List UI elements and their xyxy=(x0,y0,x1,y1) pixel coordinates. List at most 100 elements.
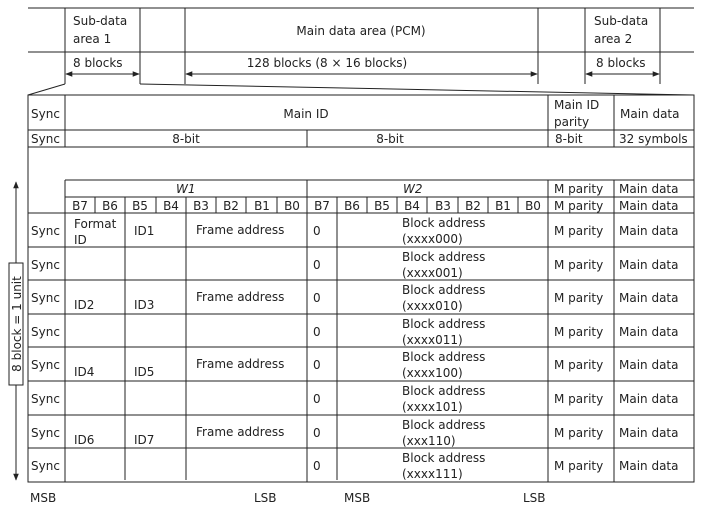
row-main-data: Main data xyxy=(619,258,679,272)
msb-w1: MSB xyxy=(30,491,56,505)
w2-bit-b7: B7 xyxy=(314,199,330,213)
row-main-data: Main data xyxy=(619,224,679,238)
w2-bit-b5: B5 xyxy=(374,199,390,213)
row-sync: Sync xyxy=(31,392,60,406)
row-block-address-line2: (xxxx000) xyxy=(402,232,463,246)
w1-bit-b3: B3 xyxy=(193,199,209,213)
sub2-label-line2: area 2 xyxy=(594,32,632,46)
unit-span-label: 8 block = 1 unit xyxy=(10,276,24,372)
row-id-b: ID7 xyxy=(134,433,154,447)
w-main-data: Main data xyxy=(619,182,679,196)
header-main-id-parity-line2: parity xyxy=(554,115,589,129)
row-main-data: Main data xyxy=(619,459,679,473)
row-w2-b7: 0 xyxy=(313,258,321,272)
sub2-label-line1: Sub-data xyxy=(594,14,648,28)
main-area-label: Main data area (PCM) xyxy=(296,24,425,38)
bits-w1: 8-bit xyxy=(172,132,200,146)
row-w2-b7: 0 xyxy=(313,392,321,406)
row-sync: Sync xyxy=(31,358,60,372)
row-m-parity: M parity xyxy=(554,426,603,440)
row-w2-b7: 0 xyxy=(313,358,321,372)
data-area-strip: Sub-data area 1 Main data area (PCM) Sub… xyxy=(27,7,695,96)
row-main-data: Main data xyxy=(619,426,679,440)
row-sync: Sync xyxy=(31,325,60,339)
w-m-parity: M parity xyxy=(554,182,603,196)
row-m-parity: M parity xyxy=(554,392,603,406)
w1-bit-b6: B6 xyxy=(102,199,118,213)
row-m-parity: M parity xyxy=(554,459,603,473)
sub1-blocks-label: 8 blocks xyxy=(73,56,123,70)
row-block-address-line2: (xxxx100) xyxy=(402,366,463,380)
bit-order-footer: MSB LSB MSB LSB xyxy=(30,491,546,505)
row-format-id-line1: Format xyxy=(74,217,117,231)
row-block-address-line2: (xxxx010) xyxy=(402,299,463,313)
row-w2-b7: 0 xyxy=(313,291,321,305)
row-block-address-line2: (xxxx101) xyxy=(402,400,463,414)
row-id-a: ID4 xyxy=(74,365,94,379)
row-m-parity: M parity xyxy=(554,258,603,272)
w2-bit-b3: B3 xyxy=(435,199,451,213)
row-main-data: Main data xyxy=(619,325,679,339)
unit-span-indicator: 8 block = 1 unit xyxy=(8,181,24,481)
bits-parity: 8-bit xyxy=(555,132,583,146)
w1-bit-b0: B0 xyxy=(284,199,300,213)
w1-bit-b1: B1 xyxy=(254,199,270,213)
row-frame-address: Frame address xyxy=(196,223,284,237)
row-id-b: ID3 xyxy=(134,298,154,312)
sub1-label-line2: area 1 xyxy=(73,32,111,46)
main-blocks-label: 128 blocks (8 × 16 blocks) xyxy=(247,56,407,70)
row-w2-b7: 0 xyxy=(313,426,321,440)
bits-sync: Sync xyxy=(31,132,60,146)
row-block-address-line2: (xxxx011) xyxy=(402,333,463,347)
row-id-a: ID2 xyxy=(74,298,94,312)
w2-bit-b4: B4 xyxy=(404,199,420,213)
w2-label: W2 xyxy=(403,182,423,196)
bits-w2: 8-bit xyxy=(376,132,404,146)
row-block-address-line1: Block address xyxy=(402,250,485,264)
w1-bit-b4: B4 xyxy=(163,199,179,213)
msb-w2: MSB xyxy=(344,491,370,505)
row-block-address-line2: (xxx110) xyxy=(402,434,456,448)
row-sync: Sync xyxy=(31,459,60,473)
row-sync: Sync xyxy=(31,258,60,272)
row-block-address-line1: Block address xyxy=(402,451,485,465)
row-block-address-line1: Block address xyxy=(402,283,485,297)
w2-bit-b1: B1 xyxy=(495,199,511,213)
bits-symbols: 32 symbols xyxy=(619,132,688,146)
block-table: Sync Main ID Main ID parity Main data Sy… xyxy=(27,94,695,483)
header-main-id: Main ID xyxy=(283,107,328,121)
row-format-id-line2: ID xyxy=(74,233,87,247)
row-id-b: ID1 xyxy=(134,224,154,238)
row-id-b: ID5 xyxy=(134,365,154,379)
w1-bit-b2: B2 xyxy=(223,199,239,213)
row-block-address-line1: Block address xyxy=(402,418,485,432)
row-main-data: Main data xyxy=(619,392,679,406)
row-sync: Sync xyxy=(31,224,60,238)
row-frame-address: Frame address xyxy=(196,425,284,439)
w1-bit-b7: B7 xyxy=(72,199,88,213)
w1-bit-b5: B5 xyxy=(132,199,148,213)
row-m-parity: M parity xyxy=(554,291,603,305)
lsb-w1: LSB xyxy=(254,491,277,505)
w2-bit-b6: B6 xyxy=(344,199,360,213)
w2-bit-b0: B0 xyxy=(525,199,541,213)
row-m-parity: M parity xyxy=(554,325,603,339)
row-w2-b7: 0 xyxy=(313,459,321,473)
row-block-address-line1: Block address xyxy=(402,350,485,364)
row-frame-address: Frame address xyxy=(196,290,284,304)
w1-label: W1 xyxy=(176,182,196,196)
header-main-id-parity-line1: Main ID xyxy=(554,98,599,112)
row-sync: Sync xyxy=(31,291,60,305)
bitrow-main-data: Main data xyxy=(619,199,679,213)
row-w2-b7: 0 xyxy=(313,224,321,238)
